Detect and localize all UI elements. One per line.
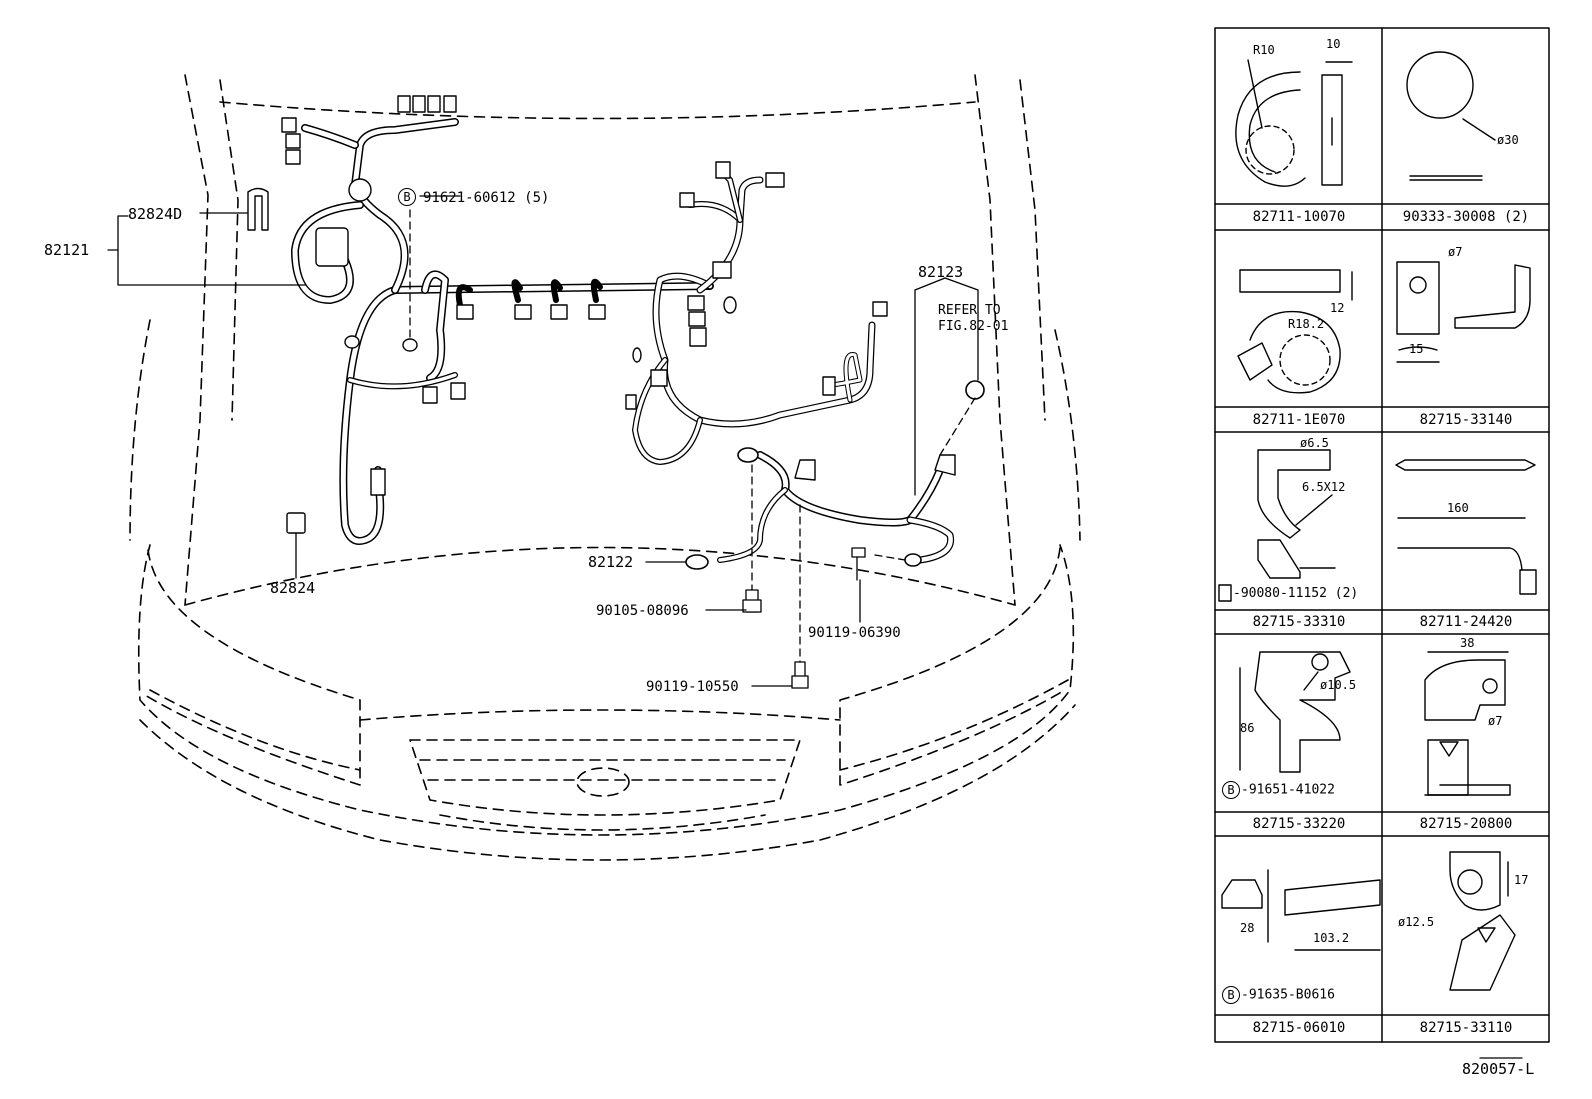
caption-p10: 82715-33110 (1419, 1020, 1513, 1036)
caption-p4: 82715-33140 (1419, 412, 1513, 428)
label-bolt-b-text: 91621-60612 (5) (423, 189, 550, 206)
label-82122: 82122 (588, 553, 634, 571)
dim-p4-15: 15 (1409, 342, 1424, 356)
caption-p9: 82715-06010 (1252, 1020, 1346, 1036)
dim-p7-86: 86 (1240, 721, 1255, 735)
dim-p10-17: 17 (1514, 873, 1529, 887)
dim-p10-125: ø12.5 (1398, 915, 1435, 929)
panel5-drawing (1218, 449, 1336, 602)
label-82824: 82824 (270, 579, 316, 597)
caption-p1: 82711-10070 (1252, 209, 1346, 225)
panel4-drawing (1396, 261, 1531, 363)
caption-p7: 82715-33220 (1252, 816, 1346, 832)
dim-p9-1032: 103.2 (1313, 931, 1350, 945)
b-marker: B (1222, 986, 1240, 1004)
dim-p7-105: ø10.5 (1320, 678, 1357, 692)
panel1-drawing (1235, 59, 1353, 187)
battery-cable-82123 (685, 380, 985, 570)
label-90119-06390: 90119-06390 (808, 625, 901, 641)
dim-p9-28: 28 (1240, 921, 1255, 935)
bolt-p9: B-91635-B0616 (1222, 986, 1335, 1004)
caption-p3: 82711-1E070 (1252, 412, 1346, 428)
caption-p8: 82715-20800 (1419, 816, 1513, 832)
panel3-drawing (1237, 269, 1353, 394)
label-82123: 82123 (918, 263, 964, 281)
label-91621-60612: B 91621-60612 (5) (398, 188, 549, 206)
parts-table-grid (1214, 27, 1550, 1043)
b-marker: B (398, 188, 416, 206)
dim-p1-r10: R10 (1253, 43, 1275, 57)
dim-p3-12: 12 (1330, 301, 1345, 315)
dim-p4-7: ø7 (1448, 245, 1463, 259)
label-90105-08096: 90105-08096 (596, 603, 689, 619)
clip-82824d-shape (247, 187, 269, 231)
panel9-drawing (1221, 869, 1381, 951)
dim-p8-7: ø7 (1488, 714, 1503, 728)
figure-id: 820057-L (1462, 1060, 1535, 1078)
dim-p8-38: 38 (1460, 636, 1475, 650)
panel10-drawing (1449, 851, 1516, 991)
label-fig-82-01: FIG.82-01 (938, 319, 1009, 334)
dim-p1-10: 10 (1326, 37, 1341, 51)
dim-p3-r18: R18.2 (1288, 317, 1325, 331)
label-82824d: 82824D (128, 205, 183, 223)
bolts (742, 547, 866, 689)
bolt-p5: -90080-11152 (2) (1233, 586, 1359, 601)
bolt-p9-text: -91635-B0616 (1241, 987, 1335, 1003)
dim-p5-65: ø6.5 (1300, 436, 1329, 450)
caption-p6: 82711-24420 (1419, 614, 1513, 630)
bolt-p7: B-91651-41022 (1222, 781, 1335, 799)
harness-connectors (281, 95, 888, 534)
caption-p2: 90333-30008 (2) (1402, 209, 1530, 225)
panel2-drawing (1406, 51, 1496, 181)
panel8-drawing (1424, 651, 1511, 796)
dim-p6-160: 160 (1447, 501, 1469, 515)
dim-p5-65x12: 6.5X12 (1302, 480, 1346, 494)
label-82121: 82121 (44, 241, 90, 259)
car-body-outline (129, 74, 1081, 861)
harness-82121 (291, 118, 876, 545)
caption-p5: 82715-33310 (1252, 614, 1346, 630)
panel6-drawing (1395, 459, 1537, 595)
bolt-p7-text: -91651-41022 (1241, 782, 1335, 798)
label-refer-to: REFER TO (938, 303, 1001, 318)
dim-p2-30: ø30 (1497, 133, 1519, 147)
b-marker: B (1222, 781, 1240, 799)
label-90119-10550: 90119-10550 (646, 679, 739, 695)
panel7-drawing (1239, 651, 1351, 773)
